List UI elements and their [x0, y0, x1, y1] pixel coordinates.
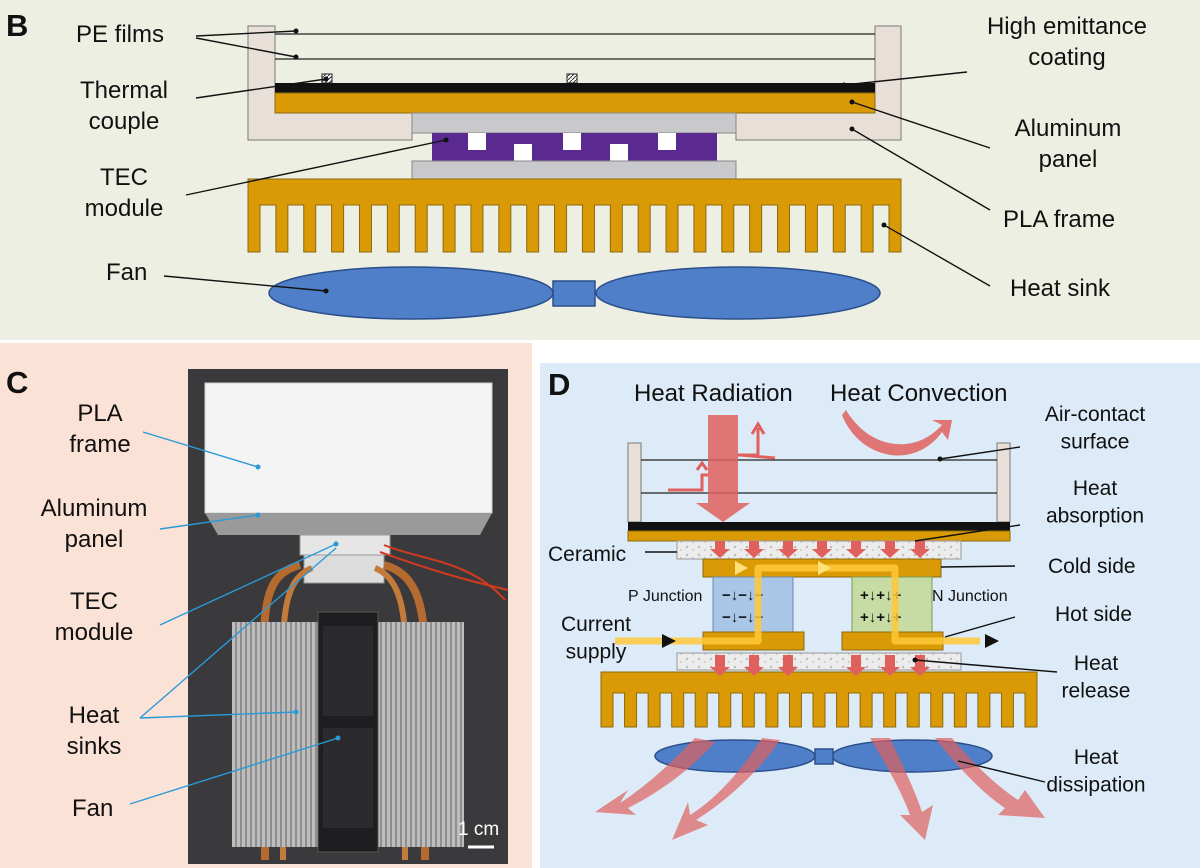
- pla-frame-right-d: [996, 442, 1011, 523]
- photo-fan-blade: [323, 728, 373, 828]
- heat-radiation-arrow: [696, 415, 750, 522]
- dot: [335, 735, 341, 741]
- svg-text:+↓+↓+: +↓+↓+: [860, 587, 902, 604]
- label-cold-side: Cold side: [1048, 555, 1136, 578]
- fan-hub-d: [814, 748, 834, 765]
- heat-sink-d: [600, 671, 1038, 728]
- panel-b-letter: B: [6, 8, 28, 43]
- svg-text:−↓−↓−: −↓−↓−: [722, 587, 764, 604]
- label-fan-c: Fan: [72, 795, 113, 822]
- label-ceramic: Ceramic: [548, 543, 626, 566]
- label-heat-convection: Heat Convection: [830, 380, 1007, 407]
- label-pe-films: PE films: [76, 21, 164, 48]
- photo-tec-module: [299, 534, 391, 556]
- photo-aluminum-panel: [205, 513, 492, 535]
- dot: [849, 126, 855, 132]
- photo-tec-plate: [303, 554, 385, 584]
- current-input-arrow: [662, 634, 676, 648]
- dot: [255, 512, 261, 518]
- fan-hub: [552, 280, 596, 307]
- tec-holes: [468, 133, 676, 161]
- coating-d: [628, 522, 1010, 531]
- label-fan-b: Fan: [106, 259, 147, 286]
- aluminum-panel: [274, 92, 876, 114]
- label-pla-frame-b: PLA frame: [1003, 206, 1115, 233]
- dot: [912, 657, 918, 663]
- label-heat-radiation: Heat Radiation: [634, 380, 793, 407]
- label-p-junction: P Junction: [628, 588, 702, 605]
- panel-b: B: [0, 0, 1200, 340]
- dot: [293, 709, 299, 715]
- panel-c-letter: C: [6, 365, 28, 400]
- heat-absorption-arrows: [710, 541, 930, 558]
- dot: [323, 76, 329, 82]
- photo-wire: [379, 551, 509, 591]
- tec-top-plate: [411, 112, 737, 134]
- thermocouple-right: [566, 73, 578, 84]
- photo-heat-sink-right: [378, 622, 464, 847]
- panel-d-letter: D: [548, 367, 570, 402]
- heat-sink: [247, 178, 902, 253]
- dot: [849, 99, 855, 105]
- panel-c-leader-lines: [129, 431, 339, 805]
- label-heat-sink: Heat sink: [1010, 275, 1111, 302]
- dot: [881, 222, 887, 228]
- panel-b-leader-lines: [163, 30, 991, 292]
- pla-frame-left-d: [627, 442, 642, 523]
- scale-label: 1 cm: [458, 819, 499, 840]
- current-arrow-head: [818, 561, 831, 575]
- heat-dissipation-arrows: [595, 738, 1045, 840]
- dot: [293, 54, 299, 60]
- heat-convection-arrow: [842, 410, 952, 456]
- svg-text:+↓+↓+: +↓+↓+: [860, 609, 902, 626]
- dot: [937, 456, 943, 462]
- dot: [841, 82, 847, 88]
- tec-bottom-plate: [411, 160, 737, 180]
- fan-blade-left: [268, 266, 554, 320]
- p-junction: [712, 576, 794, 633]
- photo-pla-frame: [204, 382, 493, 514]
- dot: [323, 288, 329, 294]
- high-emittance-coating: [275, 83, 875, 93]
- heat-release-arrows: [710, 655, 930, 676]
- dot: [443, 137, 449, 143]
- panel-d: D −↓−↓− −↓−↓− +↓+↓+ +↓+↓+: [540, 363, 1200, 868]
- dot: [293, 28, 299, 34]
- svg-text:−↓−↓−: −↓−↓−: [722, 609, 764, 626]
- dot: [333, 541, 339, 547]
- current-output-arrow: [985, 634, 999, 648]
- photo-heat-sink-left: [232, 622, 318, 847]
- photo-wire: [383, 544, 506, 601]
- label-n-junction: N Junction: [932, 588, 1008, 605]
- label-hot-side: Hot side: [1055, 603, 1132, 626]
- current-arrow-head: [735, 561, 748, 575]
- panel-d-leader-lines: [645, 446, 1058, 783]
- dot: [255, 464, 261, 470]
- reflection-arrows: [668, 421, 776, 492]
- aluminum-panel-d: [627, 530, 1011, 542]
- fan-blade-right: [595, 266, 881, 320]
- photo-fan-blade: [323, 626, 373, 716]
- carrier-symbols: −↓−↓− −↓−↓− +↓+↓+ +↓+↓+: [722, 587, 902, 626]
